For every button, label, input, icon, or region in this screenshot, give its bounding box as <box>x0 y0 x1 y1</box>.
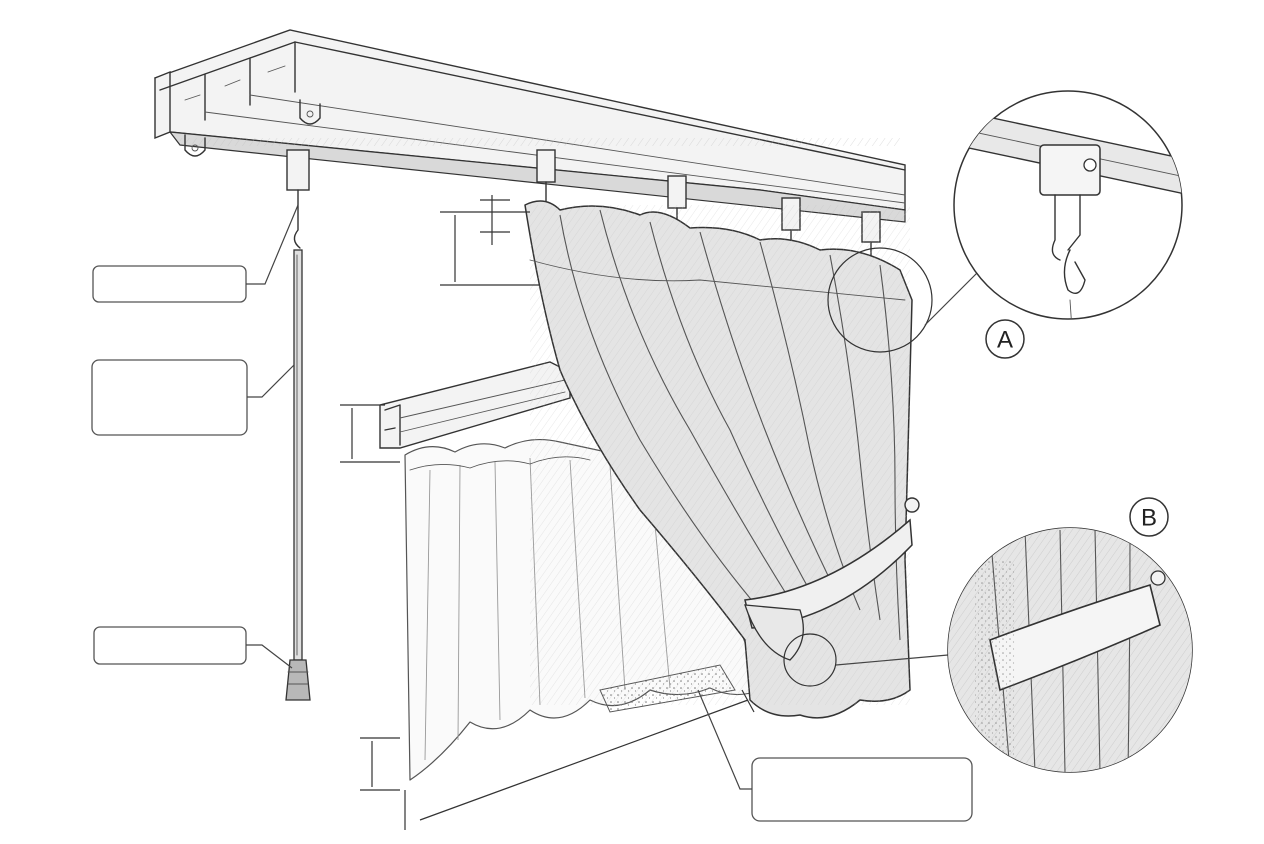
detail-b-source-circle <box>783 633 837 687</box>
detail-b-marker: B <box>1129 497 1169 537</box>
dimension-hook-drop <box>440 195 540 286</box>
wand-tip <box>285 659 311 701</box>
label-wand-hook <box>92 204 299 303</box>
mounting-tab-mid <box>299 99 321 125</box>
detail-a-letter: A <box>997 327 1013 354</box>
mounting-tab-left <box>184 134 206 157</box>
detail-a-callout <box>827 90 1183 353</box>
detail-a-marker: A <box>985 319 1025 359</box>
main-drape <box>524 200 913 719</box>
label-hem <box>697 689 973 822</box>
tieback <box>744 497 920 661</box>
detail-a-source-circle <box>827 247 933 353</box>
dimension-hem-height <box>360 737 400 791</box>
detail-b-callout <box>783 527 1193 773</box>
main-track <box>154 29 906 223</box>
dimension-width <box>404 689 755 830</box>
label-wand-tip <box>93 626 293 669</box>
label-wand-rod <box>91 359 295 436</box>
dimension-secondary-track <box>340 404 400 463</box>
draw-wand <box>285 149 311 701</box>
detail-b-letter: B <box>1141 505 1157 532</box>
